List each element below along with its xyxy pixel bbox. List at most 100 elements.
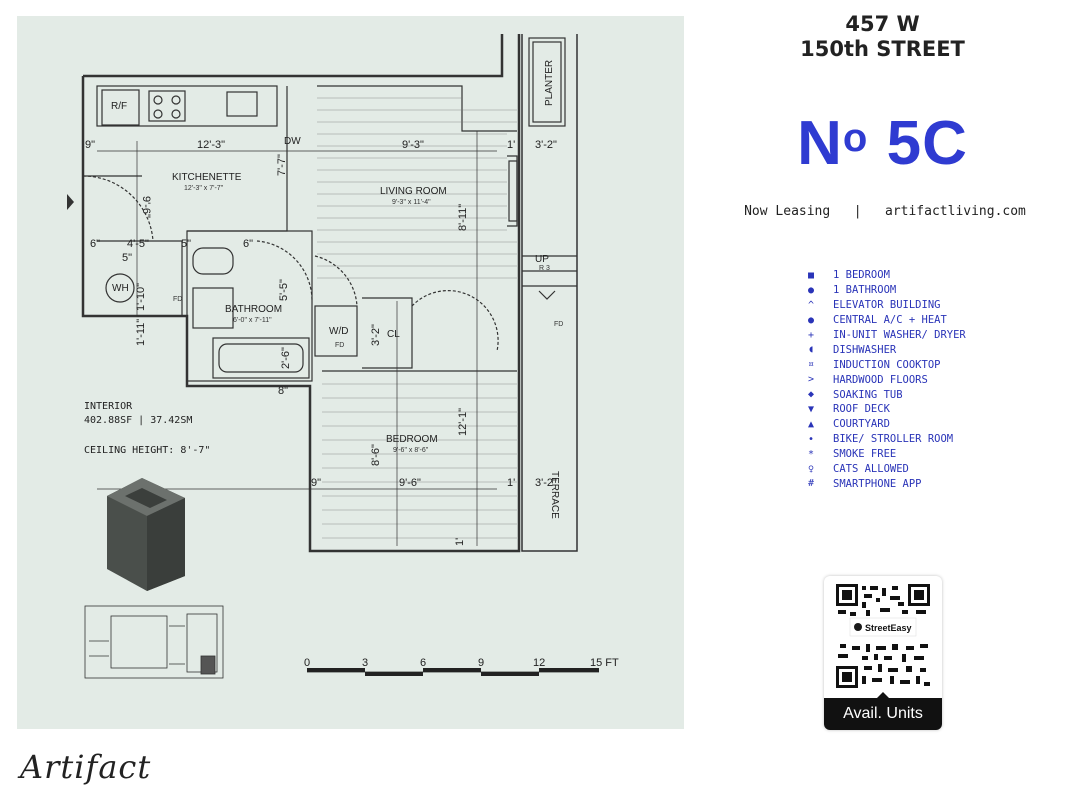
tub-icon: ◆ [807,389,815,401]
cooktop-icon: ¤ [807,359,815,371]
amenity-label: INDUCTION COOKTOP [833,358,941,371]
room-bedroom-name: BEDROOM [386,434,438,445]
amenity-item: ◆SOAKING TUB [805,387,966,402]
label-washer-dryer: W/D [329,326,348,337]
dim-eight-eleven: 8'-11" [457,204,469,231]
label-refrigerator: R/F [111,101,127,112]
dim-one-ten: 1'-10" [135,283,147,311]
label-riser: R 3 [539,265,550,272]
amenity-item: •BIKE/ STROLLER ROOM [805,432,966,447]
amenity-item: > HARDWOOD FLOORS [805,372,966,387]
streeteasy-logo-icon [854,623,862,631]
dim-five-inch: 5" [122,252,132,264]
amenity-label: 1 BEDROOM [833,269,890,282]
room-living-name: LIVING ROOM [380,186,447,197]
dishwasher-icon: ◖ [807,344,815,356]
amenity-label: 1 BATHROOM [833,284,897,297]
label-planter: PLANTER [544,60,555,106]
label-terrace: TERRACE [549,471,560,519]
label-floor-drain-2: FD [335,342,344,349]
room-kitchenette-name: KITCHENETTE [172,172,242,183]
amenity-item: ●CENTRAL A/C + HEAT [805,313,966,328]
unit-code: 5C [886,109,968,178]
building-massing-model [107,478,185,591]
scale-bar [307,668,599,676]
entry-arrow-icon [67,194,74,210]
interior-area: 402.88SF | 37.42SM [84,415,192,426]
scale-tick-15: 15 FT [590,657,619,669]
amenity-item: + IN-UNIT WASHER/ DRYER [805,328,966,343]
dim-five-inch-bath: 5" [181,238,191,250]
leasing-separator: | [853,204,862,219]
elevator-icon: ^ [807,299,815,311]
amenity-item: ◖ DISHWASHER [805,342,966,357]
dim-one-eleven: 1'-11" [135,319,147,346]
room-bathroom-size: 6'-0" x 7'-11" [233,317,272,324]
amenity-item: ■ 1 BEDROOM [805,268,966,283]
website-link[interactable]: artifactliving.com [885,204,1026,219]
room-bathroom-name: BATHROOM [225,304,282,315]
label-stairs-up: UP [535,254,549,265]
label-dishwasher: DW [284,136,301,147]
cats-icon: ♀ [807,463,815,475]
amenity-label: ELEVATOR BUILDING [833,299,941,312]
dim-six-inch: 6" [90,238,100,250]
amenity-label: DISHWASHER [833,343,897,356]
dim-nine-six-vertical: 9'-6" [140,196,152,218]
dim-one-foot-bottom: 1' [507,477,515,489]
scale-tick-6: 6 [420,657,426,669]
amenity-item: *SMOKE FREE [805,447,966,462]
room-bedroom-size: 9'-6" x 8'-6" [393,447,429,454]
roof-deck-icon: ▼ [807,403,815,415]
amenity-item: ♀ CATS ALLOWED [805,462,966,477]
qr-card[interactable]: StreetEasy Avail. Units [824,576,942,730]
unit-prefix-sup: o [842,116,869,160]
scale-tick-0: 0 [304,657,310,669]
room-kitchenette-size: 12'-3" x 7'-7" [184,185,224,192]
unit-number: No 5C [760,108,1005,179]
amenity-label: IN-UNIT WASHER/ DRYER [833,329,966,341]
dim-nine-inch-bottom: 9" [311,477,321,489]
amenity-label: CATS ALLOWED [833,463,909,476]
amenity-label: HARDWOOD FLOORS [833,373,928,386]
amenity-label: SMOKE FREE [833,448,897,461]
scale-tick-12: 12 [533,657,545,669]
floors-icon: > [807,374,815,386]
dim-planter-width: 3'-2" [535,139,557,151]
dim-twelve-one: 12'-1" [457,408,469,436]
label-floor-drain-1: FD [173,296,182,303]
dim-one-foot-top: 1' [507,139,515,151]
dim-four-five: 4'-5" [127,238,149,250]
dim-bedroom-width: 9'-6" [399,477,421,489]
central-air-icon: ● [807,314,815,326]
dim-two-six: 2'-6" [280,347,292,369]
brand-logo: Artifact [20,748,152,786]
dim-nine-inch-top: 9" [85,139,95,151]
interior-label: INTERIOR [84,401,133,412]
amenity-item: ▲COURTYARD [805,417,966,432]
key-plan [84,605,224,679]
amenity-item: ▼ ROOF DECK [805,402,966,417]
washer-dryer-icon: + [807,329,815,341]
address-line-1: 457 W [845,12,920,36]
avail-units-button[interactable]: Avail. Units [824,698,942,730]
amenity-label: ROOF DECK [833,403,890,416]
dim-terrace-width: 3'-2" [535,477,557,489]
unit-prefix: N [797,109,843,178]
floorplan-drawing: KITCHENETTE 12'-3" x 7'-7" LIVING ROOM 9… [67,34,619,679]
amenity-item: ¤ INDUCTION COOKTOP [805,357,966,372]
leasing-line: Now Leasing | artifactliving.com [720,204,1050,219]
room-living-size: 9'-3" x 11'-4" [392,199,431,206]
dim-five-five: 5'-5" [278,279,290,301]
bathroom-icon: ● [807,284,815,296]
building-address: 457 W 150th STREET [760,12,1005,62]
amenity-label: BIKE/ STROLLER ROOM [833,433,954,446]
amenity-item: #SMARTPHONE APP [805,476,966,491]
address-line-2: 150th STREET [800,37,965,61]
amenity-item: ^ ELEVATOR BUILDING [805,298,966,313]
amenity-item: ● 1 BATHROOM [805,283,966,298]
streeteasy-badge: StreetEasy [865,623,912,633]
label-water-heater: WH [112,283,129,294]
scale-tick-3: 3 [362,657,368,669]
bedroom-icon: ■ [807,269,815,281]
